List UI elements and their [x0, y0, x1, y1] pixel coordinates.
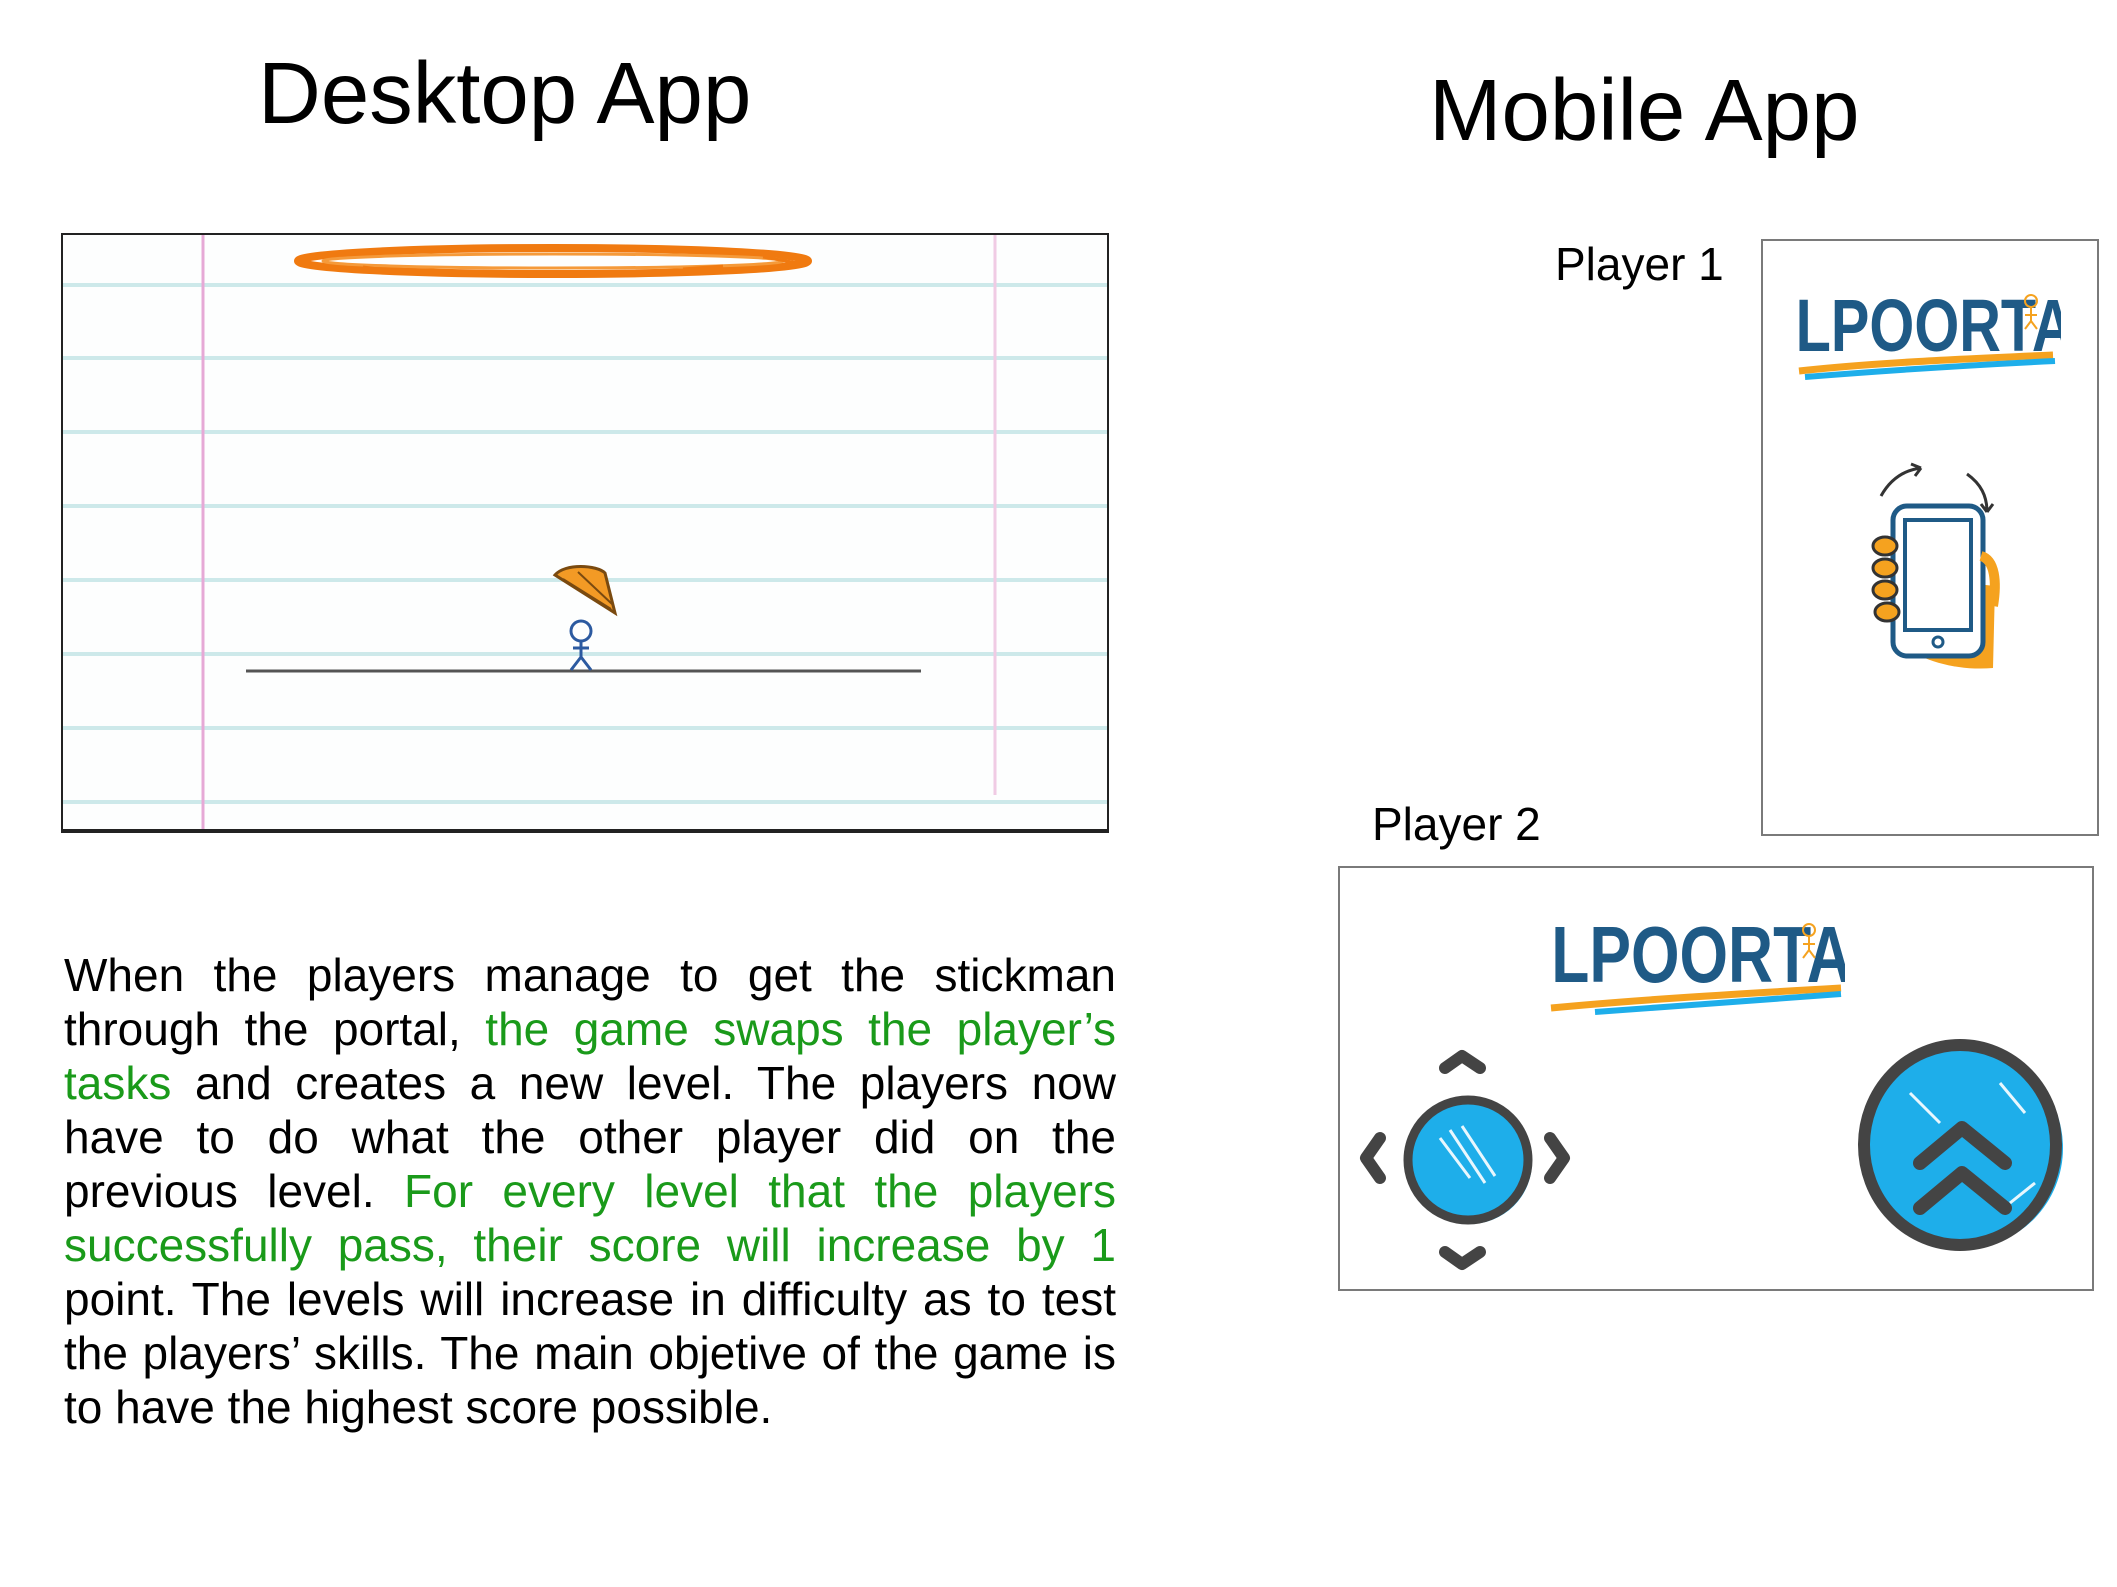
dpad-icon[interactable] — [1350, 1038, 1590, 1278]
ruled-lines — [63, 283, 1107, 804]
portal — [294, 244, 812, 278]
phone-tilt-icon — [1863, 456, 2013, 671]
jump-button-icon[interactable] — [1850, 1033, 2070, 1258]
desktop-app-heading: Desktop App — [258, 45, 752, 142]
description-text-3: point. The levels will increase in diffi… — [64, 1273, 1116, 1433]
description-text-2: and creates a new level. The players now… — [64, 1057, 1116, 1217]
description-highlight-1: the game swaps the player’s tasks — [64, 1003, 1116, 1109]
stickman — [569, 619, 593, 671]
description-paragraph: When the players manage to get the stick… — [64, 948, 1116, 1434]
mobile-app-heading: Mobile App — [1429, 62, 1860, 159]
logo: LPOORTAL — [1545, 896, 1845, 1016]
player-1-label: Player 1 — [1555, 238, 1724, 290]
logo: LPOORTAL — [1791, 271, 2061, 381]
player-2-phone-screen: LPOORTAL — [1338, 866, 2094, 1291]
description-text-1: When the players manage to get the stick… — [64, 949, 1116, 1055]
logo-text: LPOORTAL — [1551, 911, 1845, 1000]
description-highlight-2: For every level that the players success… — [64, 1165, 1116, 1271]
player-2-label: Player 2 — [1372, 798, 1541, 850]
desktop-game-screen — [61, 233, 1109, 833]
player-1-phone-screen: LPOORTAL — [1761, 239, 2099, 836]
notebook-canvas — [63, 235, 1107, 829]
pencil-cone — [552, 565, 618, 617]
